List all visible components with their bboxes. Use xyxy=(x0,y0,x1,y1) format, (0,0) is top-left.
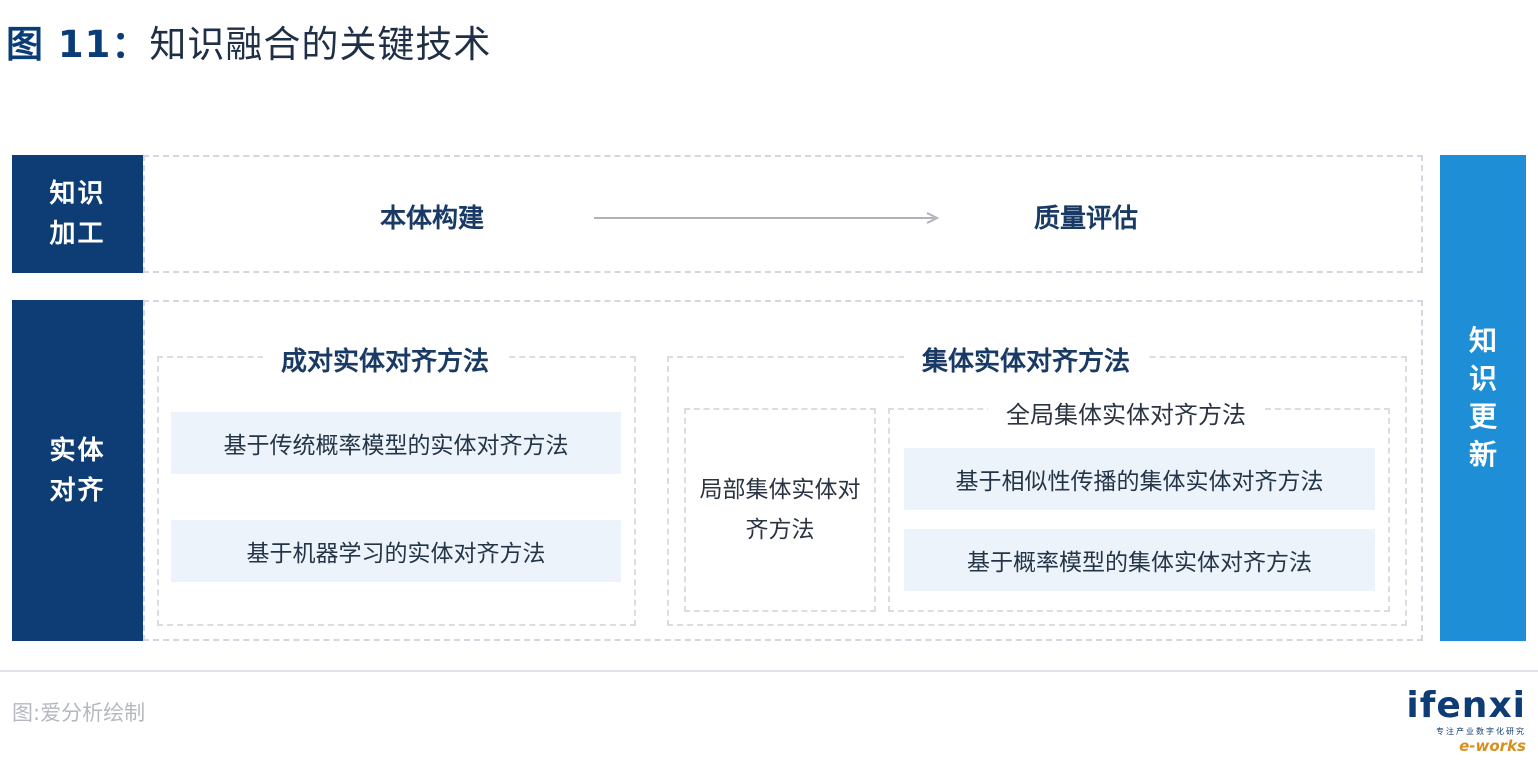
label-knowledge-update: 知识更新 xyxy=(1440,155,1526,641)
quality-assessment: 质量评估 xyxy=(1034,204,1139,234)
collective-heading: 集体实体对齐方法 xyxy=(904,341,1149,378)
method-similarity-propagation: 基于相似性传播的集体实体对齐方法 xyxy=(904,448,1375,510)
source-note: 图:爱分析绘制 xyxy=(12,701,146,725)
alignment-container xyxy=(143,300,1423,641)
title-text: 知识融合的关键技术 xyxy=(149,23,492,66)
method-traditional-probability: 基于传统概率模型的实体对齐方法 xyxy=(171,412,621,474)
label-knowledge-update-text: 知识更新 xyxy=(1468,324,1497,471)
arrow-icon xyxy=(594,212,940,224)
page-title: 图 11：知识融合的关键技术 xyxy=(6,14,491,68)
method-machine-learning: 基于机器学习的实体对齐方法 xyxy=(171,520,621,582)
logo-subtitle: 专注产业数字化研究 xyxy=(1436,727,1526,736)
label-entity-alignment-text: 实体对齐 xyxy=(49,435,106,506)
ontology-construction: 本体构建 xyxy=(380,204,485,234)
global-collective-heading: 全局集体实体对齐方法 xyxy=(988,395,1264,430)
pairwise-heading: 成对实体对齐方法 xyxy=(263,341,508,378)
label-entity-alignment: 实体对齐 xyxy=(12,300,143,641)
processing-row xyxy=(143,155,1423,273)
method-probability-model: 基于概率模型的集体实体对齐方法 xyxy=(904,529,1375,591)
logo-word: ifenxi xyxy=(1406,685,1526,726)
ifenxi-logo: ifenxi 专注产业数字化研究 e-works xyxy=(1406,685,1526,756)
label-knowledge-processing-text: 知识加工 xyxy=(49,179,106,249)
local-collective-text: 局部集体实体对齐方法 xyxy=(699,477,861,543)
title-prefix: 图 11： xyxy=(6,23,150,66)
footer-divider xyxy=(0,670,1538,672)
label-knowledge-processing: 知识加工 xyxy=(12,155,143,273)
local-collective-method: 局部集体实体对齐方法 xyxy=(684,408,876,612)
pairwise-group xyxy=(157,356,636,626)
watermark: e-works xyxy=(1459,737,1526,755)
